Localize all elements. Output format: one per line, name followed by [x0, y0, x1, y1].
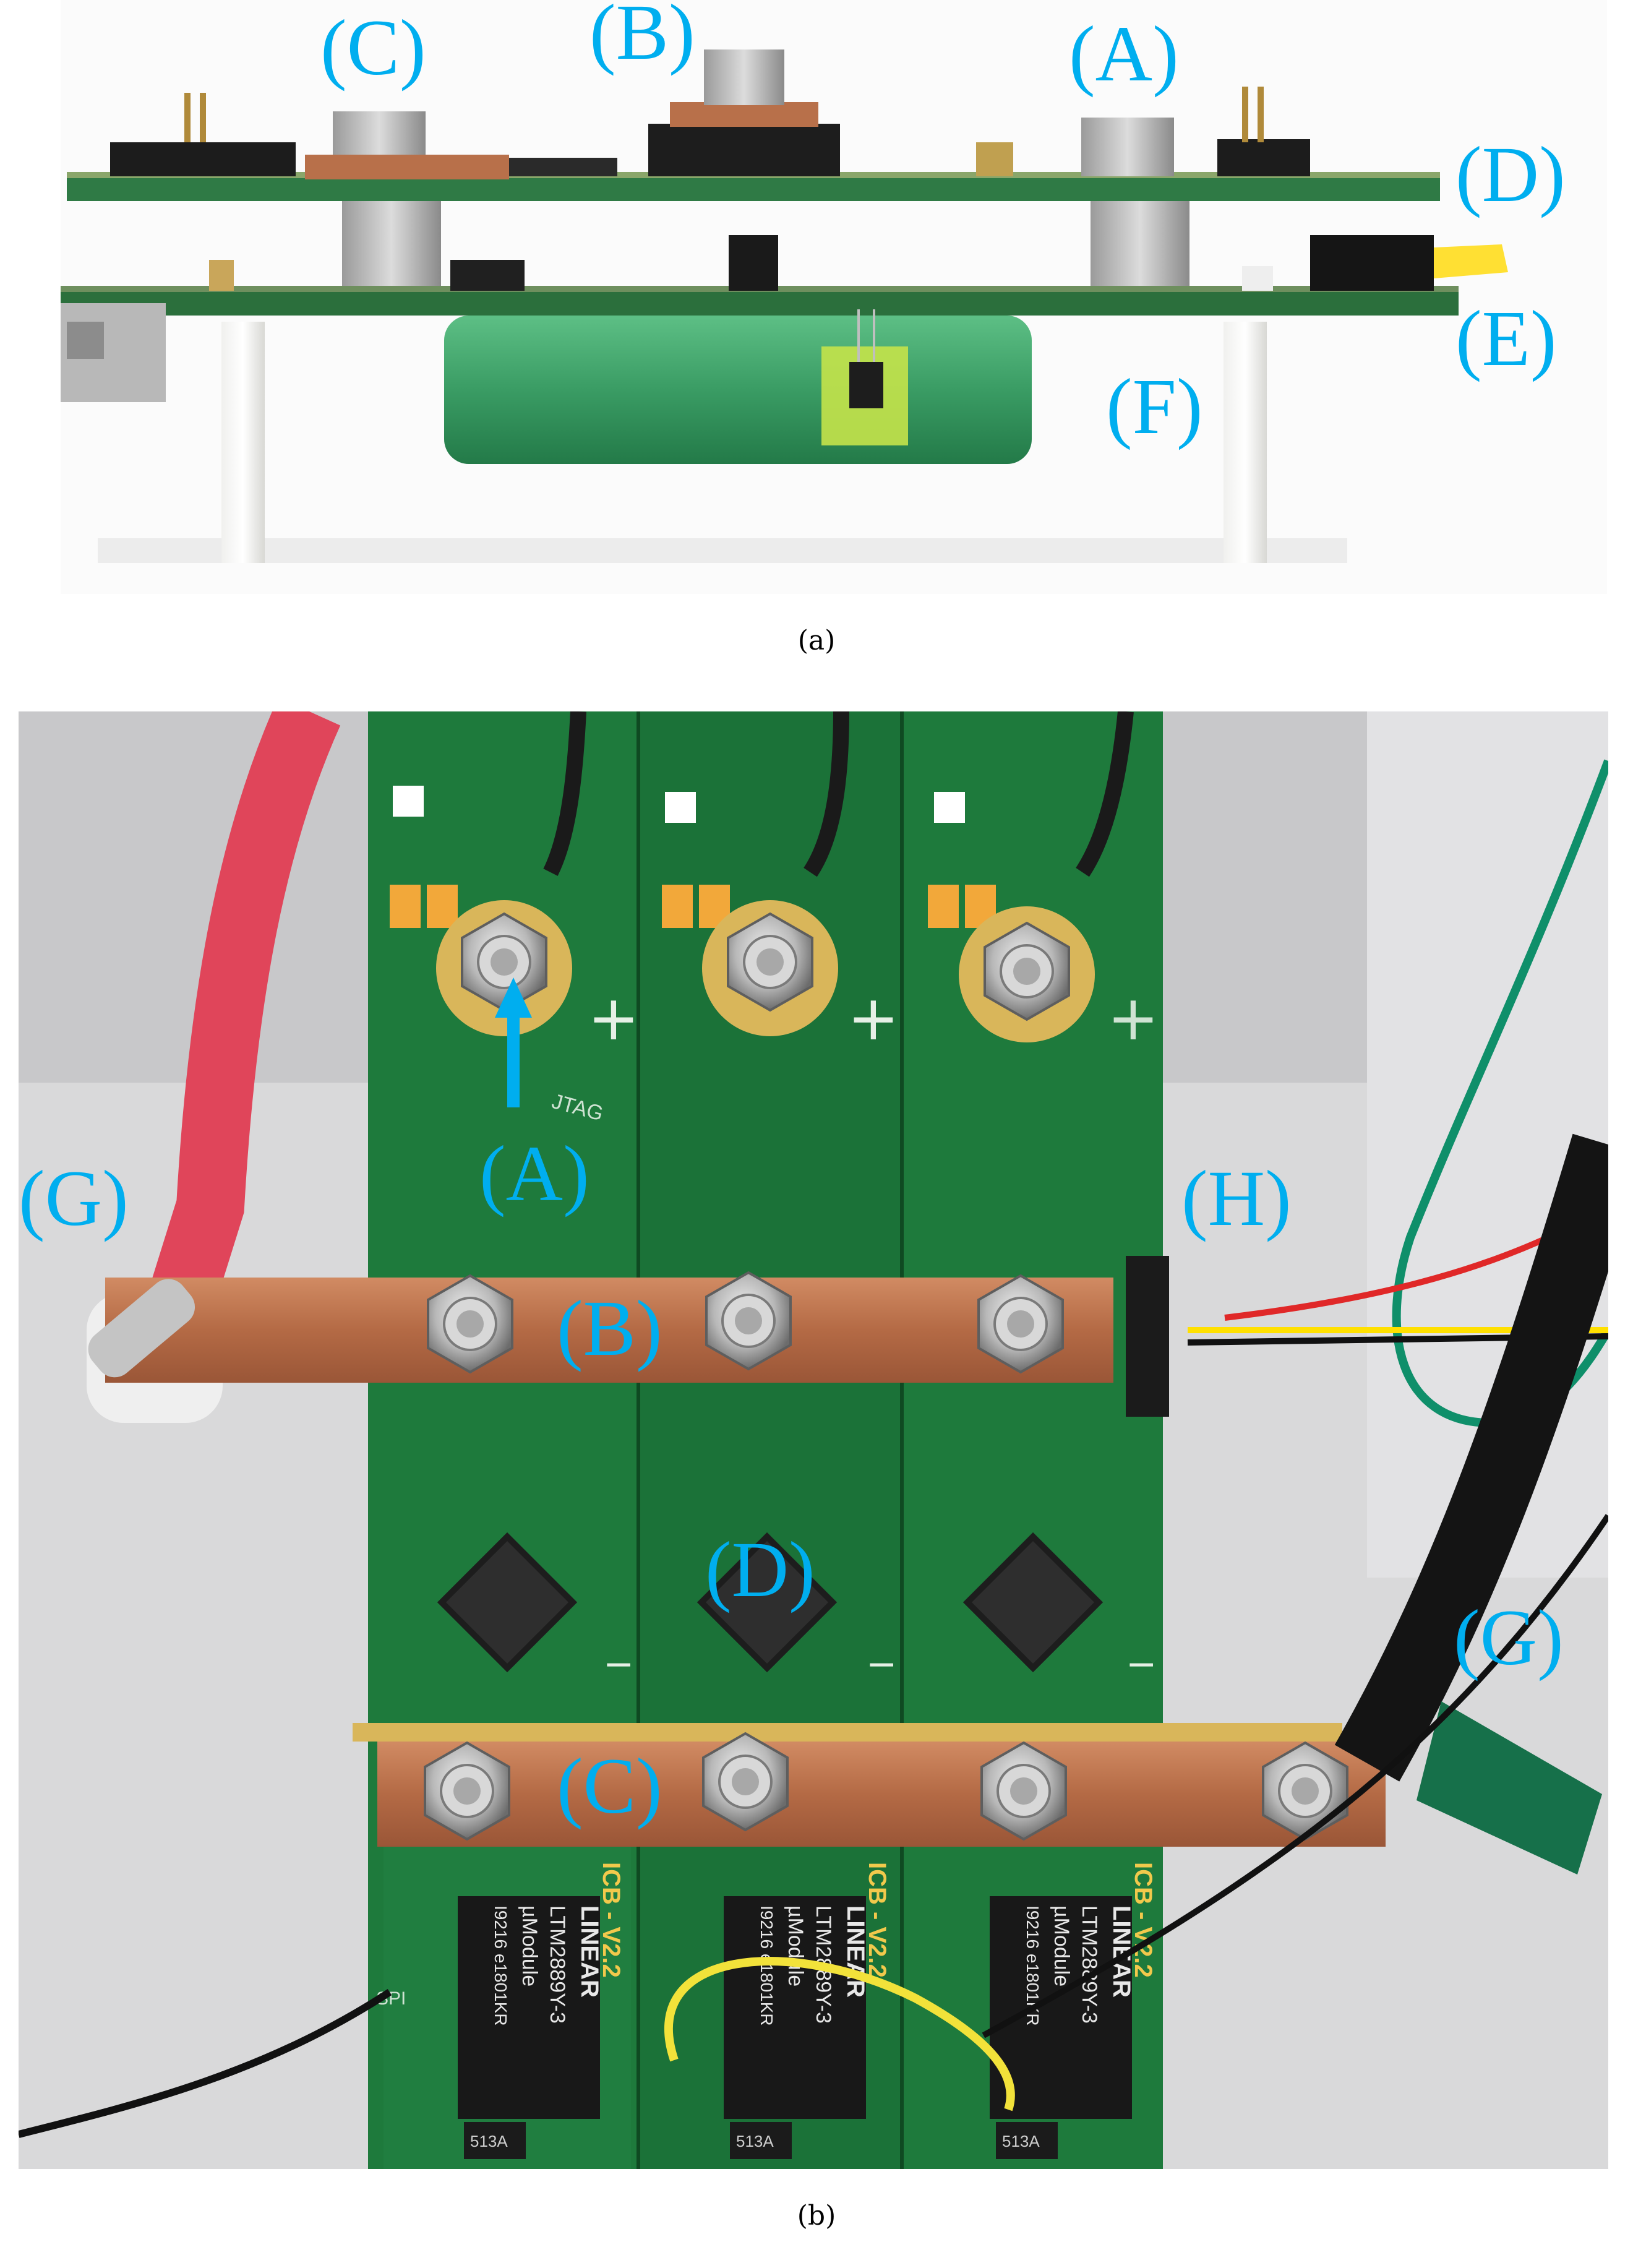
nut-c: [333, 111, 426, 155]
busbar-c: [377, 1742, 1386, 1847]
silk-board-2: ICB - V2.2: [864, 1862, 891, 1978]
green-clamp: [1417, 1701, 1602, 1875]
busbar-b: [105, 1278, 1113, 1383]
label-f: (F): [1106, 363, 1202, 450]
battery-cell: [444, 316, 1032, 464]
caption-b: (b): [797, 2200, 836, 2231]
ltm-module-2: LINEAR LTM2889Y-3 µModule I9216 e1801KR: [724, 1896, 869, 2119]
top-view-photo: + + + − − − LINEAR LTM2889Y-3: [19, 711, 1608, 2169]
svg-text:−: −: [603, 1643, 634, 1686]
standoff-right: [1224, 322, 1267, 563]
label-b-c: (C): [557, 1742, 662, 1830]
svg-text:+: +: [1107, 982, 1159, 1054]
label-a: (A): [1069, 10, 1179, 98]
label-b-g2: (G): [1454, 1594, 1564, 1682]
connector-h: [1126, 1256, 1169, 1417]
copper-bar-c: [305, 155, 509, 179]
ltm-module-3: LINEAR LTM2889Y-3 µModule I9216 e1801KR: [990, 1896, 1135, 2119]
label-b-g1: (G): [19, 1154, 129, 1242]
chip-lot-1: I9216 e1801KR: [491, 1905, 510, 2026]
ltm-module-1: LINEAR LTM2889Y-3 µModule I9216 e1801KR: [458, 1896, 603, 2119]
yellow-tab: [1434, 244, 1508, 278]
svg-text:−: −: [1126, 1643, 1157, 1686]
nut-a: [1081, 118, 1174, 176]
svg-text:−: −: [866, 1643, 897, 1686]
panel-a-side-view: (C) (B) (A) (D) (E) (F): [61, 0, 1607, 594]
crystal-3: 513A: [1002, 2132, 1040, 2150]
side-view-photo: (C) (B) (A) (D) (E) (F): [61, 0, 1607, 594]
chip-module-2: µModule: [784, 1905, 807, 1987]
standoff-left: [221, 322, 265, 563]
label-b-a: (A): [479, 1130, 589, 1218]
upper-pcb: [67, 176, 1440, 201]
plug-black: [1310, 235, 1434, 291]
label-d: (D): [1455, 131, 1566, 218]
silk-board-3: ICB - V2.2: [1129, 1862, 1157, 1978]
label-b-b: (B): [557, 1284, 662, 1372]
red-cable: [147, 711, 341, 1316]
svg-text:+: +: [847, 982, 899, 1054]
chip-part-1: LTM2889Y-3: [546, 1905, 569, 2024]
panel-b-top-view: + + + − − − LINEAR LTM2889Y-3: [19, 711, 1608, 2169]
spacer-right: [1091, 198, 1189, 303]
spacer-left: [342, 198, 441, 303]
black-cable: [1334, 1133, 1608, 1782]
chip-brand-1: LINEAR: [576, 1905, 603, 1998]
chip-brand-2: LINEAR: [842, 1905, 869, 1998]
caption-a: (a): [797, 625, 836, 656]
chip-module-3: µModule: [1050, 1905, 1073, 1987]
crystal-2: 513A: [736, 2132, 774, 2150]
terminal-positive-3: [959, 906, 1095, 1042]
label-c: (C): [320, 4, 426, 92]
label-b-h: (H): [1181, 1154, 1292, 1242]
terminal-positive-2: [702, 900, 838, 1036]
nut-b: [704, 49, 784, 105]
crystal-1: 513A: [470, 2132, 508, 2150]
svg-text:+: +: [588, 982, 640, 1054]
lower-pcb: [61, 291, 1459, 316]
silk-board-1: ICB - V2.2: [598, 1862, 625, 1978]
terminal-block-b: [648, 124, 840, 176]
yellow-wire: [664, 1957, 1015, 2111]
terminal-positive-1: [436, 900, 572, 1036]
chip-part-3: LTM2889Y-3: [1078, 1905, 1101, 2024]
label-e: (E): [1455, 294, 1556, 382]
label-b-d: (D): [705, 1526, 815, 1613]
chip-module-1: µModule: [518, 1905, 541, 1987]
label-b: (B): [589, 0, 695, 76]
